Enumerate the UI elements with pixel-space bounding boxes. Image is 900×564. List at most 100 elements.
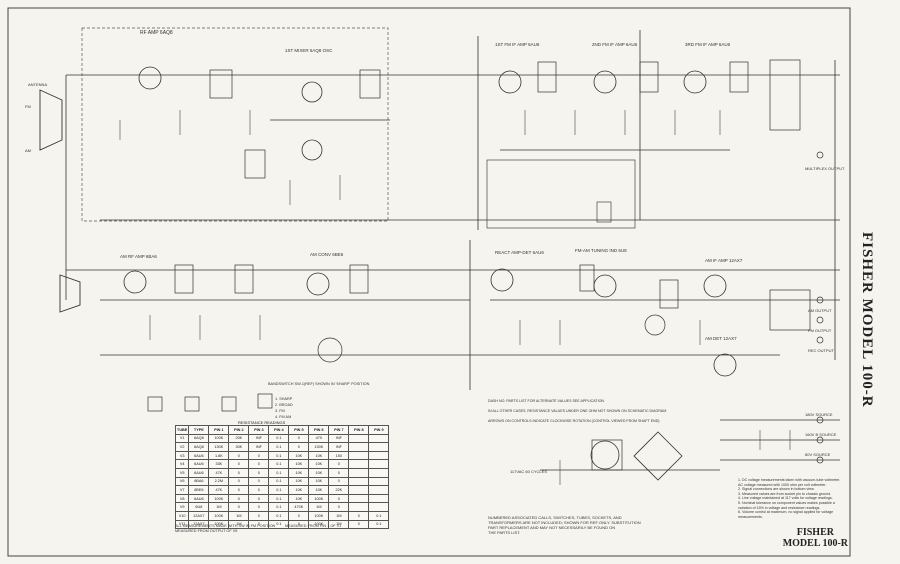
table-cell: 6AU6 xyxy=(188,459,210,469)
table-cell xyxy=(368,450,390,461)
model-name: MODEL 100-R xyxy=(859,298,875,408)
io-label: REC OUTPUT xyxy=(808,348,835,353)
model-name: MODEL 100-R xyxy=(782,538,848,549)
table-cell: 0.1 xyxy=(268,510,290,521)
table-cell: INF xyxy=(248,433,270,444)
table-cell: V6 xyxy=(174,476,190,487)
table-cell: V5 xyxy=(174,467,190,478)
brand-name: FISHER xyxy=(859,232,875,294)
table-cell: 47K xyxy=(208,467,230,478)
parts-note: THE PARTS LIST. xyxy=(488,530,521,535)
table-cell: 2.2M xyxy=(208,476,230,487)
table-cell: 150 xyxy=(328,450,350,461)
table-note: MEASURED FROM OUTPUT OF V5 xyxy=(175,529,238,533)
table-cell xyxy=(348,450,370,461)
table-cell: 1M xyxy=(228,510,250,521)
table-cell xyxy=(348,493,370,504)
table-cell: 0.1 xyxy=(368,510,390,521)
table-cell: 0 xyxy=(248,459,270,469)
table-cell: 0.1 xyxy=(268,433,290,444)
stage-label: FM-AM TUNING IND 6U8 xyxy=(575,248,627,253)
note-line: 1. DC voltage measurements taken with va… xyxy=(738,478,841,482)
table-cell: 0 xyxy=(288,433,310,444)
table-cell: 1M xyxy=(328,510,350,521)
table-header-cell: PIN 6 xyxy=(308,425,330,435)
stage-label: AM CONV 6BE6 xyxy=(310,252,344,257)
table-cell: 10K xyxy=(288,493,310,504)
table-note: ALL MEASUREMENTS MADE WITH SW IN FM POSI… xyxy=(175,524,276,528)
side-title: FISHER MODEL 100-R xyxy=(858,232,876,408)
io-label: 180V SOURCE xyxy=(805,412,833,417)
table-cell: V11 xyxy=(174,519,190,530)
table-cell: V9 xyxy=(174,502,190,512)
table-cell: 6U8 xyxy=(188,502,210,512)
table-cell: 0.1 xyxy=(268,485,290,495)
table-cell: 6AU6 xyxy=(188,450,210,461)
table-cell: 0 xyxy=(228,493,250,504)
table-cell: 0 xyxy=(228,467,250,478)
stage-label: AM DET 12AX7 xyxy=(705,336,737,341)
table-cell: 0 xyxy=(228,502,250,512)
table-cell: 10K xyxy=(308,450,330,461)
table-cell: 130K xyxy=(208,442,230,452)
table-cell: 12AX7 xyxy=(188,510,210,521)
table-cell xyxy=(368,467,390,478)
stage-label: REACT AMP-DET 6AU6 xyxy=(495,250,544,255)
switch-label: BANDSWITCH SW-1(REF) SHOWN IN 'SHARP' PO… xyxy=(268,382,370,386)
stage-label: 3RD FM IF AMP 6AU6 xyxy=(685,42,731,47)
table-cell: 6BE6 xyxy=(188,485,210,495)
parts-note: PART REPLACEMENT AND MAY NOT NECESSARILY… xyxy=(488,525,616,530)
table-cell: V1 xyxy=(174,433,190,444)
io-label: 117VAC 60 CYCLES xyxy=(510,469,547,474)
table-cell xyxy=(368,433,390,444)
table-cell: 10K xyxy=(308,467,330,478)
table-cell xyxy=(368,485,390,495)
table-cell: 10K xyxy=(308,485,330,495)
note-line: 3. Measured values are from socket pin t… xyxy=(738,491,832,496)
note-line: AC voltage measured with 1000 ohm per vo… xyxy=(738,482,827,487)
table-cell: 10K xyxy=(308,476,330,487)
table-cell: 1M xyxy=(208,502,230,512)
misc-note: IN ALL OTHER CASES, RESISTANCE VALUES UN… xyxy=(488,409,666,413)
table-cell xyxy=(348,485,370,495)
table-cell: 0 xyxy=(328,476,350,487)
io-label: MULTIPLEX OUTPUT xyxy=(805,166,845,171)
note-line: 4. Line voltage maintained at 117 volts … xyxy=(738,496,833,501)
table-cell: V3 xyxy=(174,450,190,461)
table-cell: 6AU6 xyxy=(188,493,210,504)
table-header-cell: PIN 2 xyxy=(228,425,250,435)
switch-position: 4. FM AM xyxy=(275,415,291,419)
corner-title: FISHER MODEL 100-R xyxy=(783,527,848,549)
table-cell: 0.1 xyxy=(268,476,290,487)
stage-label: 1ST FM IF AMP 6AU6 xyxy=(495,42,540,47)
table-header-cell: PIN 3 xyxy=(248,425,270,435)
table-cell: 10K xyxy=(288,450,310,461)
table-cell: 1.8K xyxy=(208,450,230,461)
table-cell: 10K xyxy=(288,459,310,469)
table-cell: 100K xyxy=(208,493,230,504)
table-cell: 0.1 xyxy=(268,493,290,504)
table-cell: 6AQ8 xyxy=(188,433,210,444)
table-cell: V10 xyxy=(174,510,190,521)
table-cell: 6AU6 xyxy=(188,467,210,478)
switch-position: 2. BROAD xyxy=(275,403,293,407)
table-cell: 1M xyxy=(308,502,330,512)
parts-note: TRANSFORMERS ARE NOT INCLUDED; SHOWN FOR… xyxy=(488,520,641,525)
table-cell: 130K xyxy=(308,442,330,452)
table-cell: 100K xyxy=(308,493,330,504)
table-cell: 0.1 xyxy=(268,502,290,512)
table-cell xyxy=(368,442,390,452)
stage-label: AM IF AMP 12AX7 xyxy=(705,258,743,263)
table-cell xyxy=(368,493,390,504)
table-cell xyxy=(368,502,390,512)
